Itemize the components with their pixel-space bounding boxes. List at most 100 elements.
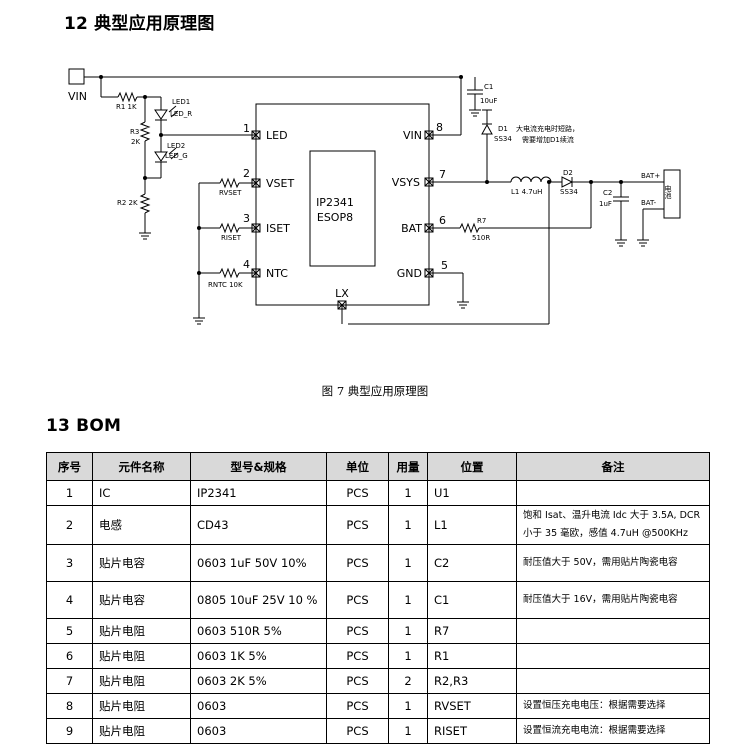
- cell-spec: 0603 1K 5%: [190, 643, 327, 669]
- cell-spec: 0603: [190, 718, 327, 744]
- label-d1: D1: [498, 125, 508, 133]
- label-c1: C1: [484, 83, 493, 91]
- cell-qty: 1: [388, 544, 428, 582]
- pin-label-vin: VIN: [403, 129, 422, 142]
- cell-unit: PCS: [326, 618, 389, 644]
- label-led-r: LED_R: [170, 110, 192, 118]
- cell-spec: 0603: [190, 693, 327, 719]
- cell-no: 3: [46, 544, 93, 582]
- cell-unit: PCS: [326, 643, 389, 669]
- label-r2: R2 2K: [117, 199, 138, 207]
- cell-spec: 0603 2K 5%: [190, 668, 327, 694]
- cell-position: RISET: [427, 718, 517, 744]
- pin-label-ntc: NTC: [266, 267, 288, 280]
- label-riset: RISET: [221, 234, 242, 242]
- pin-num-8: 8: [436, 121, 443, 134]
- cell-no: 6: [46, 643, 93, 669]
- cell-name: 贴片电容: [92, 544, 191, 582]
- cell-unit: PCS: [326, 693, 389, 719]
- bom-header-unit: 单位: [326, 452, 389, 481]
- chip-name: IP2341: [316, 196, 354, 209]
- label-d1-value: SS34: [494, 135, 512, 143]
- pin-label-lx: LX: [335, 287, 349, 300]
- label-bat-plus: BAT+: [641, 172, 660, 180]
- label-d2: D2: [563, 169, 573, 177]
- cell-qty: 1: [388, 618, 428, 644]
- table-row: 2 电感 CD43 PCS 1 L1 饱和 Isat、温升电流 Idc 大于 3…: [46, 505, 710, 545]
- table-row: 3 贴片电容 0603 1uF 50V 10% PCS 1 C2 耐压值大于 5…: [46, 544, 710, 582]
- label-led-g: LED_G: [165, 152, 188, 160]
- table-row: 6 贴片电阻 0603 1K 5% PCS 1 R1: [46, 643, 710, 669]
- label-led2: LED2: [167, 142, 185, 150]
- cell-no: 7: [46, 668, 93, 694]
- cell-qty: 1: [388, 505, 428, 545]
- label-r7: R7: [477, 217, 486, 225]
- cell-note: [516, 668, 710, 694]
- cell-spec: 0805 10uF 25V 10 %: [190, 581, 327, 619]
- cell-note: 耐压值大于 50V，需用贴片陶瓷电容: [516, 544, 710, 582]
- cell-spec: 0603 1uF 50V 10%: [190, 544, 327, 582]
- label-led1: LED1: [172, 98, 190, 106]
- cell-spec: 0603 510R 5%: [190, 618, 327, 644]
- bom-header-row: 序号 元件名称 型号&规格 单位 用量 位置 备注: [46, 452, 710, 481]
- cell-no: 8: [46, 693, 93, 719]
- cell-no: 9: [46, 718, 93, 744]
- bom-header-qty: 用量: [388, 452, 428, 481]
- table-row: 1 IC IP2341 PCS 1 U1: [46, 480, 710, 506]
- pin-num-1: 1: [243, 122, 250, 135]
- cell-unit: PCS: [326, 581, 389, 619]
- battery-box: [663, 169, 681, 219]
- cell-note: [516, 480, 710, 506]
- chip-package: ESOP8: [317, 211, 353, 224]
- rvset-resistor: [219, 177, 240, 189]
- d1-diode: [481, 123, 493, 135]
- r7-resistor: [459, 222, 480, 234]
- cell-spec: CD43: [190, 505, 327, 545]
- pin-boxes: [251, 130, 434, 310]
- cell-name: 贴片电阻: [92, 618, 191, 644]
- label-r7-value: 510R: [472, 234, 490, 242]
- cell-no: 2: [46, 505, 93, 545]
- table-row: 5 贴片电阻 0603 510R 5% PCS 1 R7: [46, 618, 710, 644]
- pin-num-3: 3: [243, 212, 250, 225]
- bom-header-position: 位置: [427, 452, 517, 481]
- cell-unit: PCS: [326, 544, 389, 582]
- cell-spec: IP2341: [190, 480, 327, 506]
- cell-position: L1: [427, 505, 517, 545]
- rntc-resistor: [219, 267, 240, 279]
- cell-unit: PCS: [326, 718, 389, 744]
- table-row: 8 贴片电阻 0603 PCS 1 RVSET 设置恒压充电电压：根据需要选择: [46, 693, 710, 719]
- pin-label-vset: VSET: [266, 177, 294, 190]
- cell-name: 贴片电阻: [92, 693, 191, 719]
- section-13-heading: 13 BOM: [46, 416, 122, 436]
- cell-no: 5: [46, 618, 93, 644]
- label-c1-value: 10uF: [480, 97, 497, 105]
- label-r3-value: 2K: [131, 138, 140, 146]
- led2-diode: [154, 151, 168, 162]
- cell-position: C2: [427, 544, 517, 582]
- table-row: 9 贴片电阻 0603 PCS 1 RISET 设置恒流充电电流：根据需要选择: [46, 718, 710, 744]
- cell-name: 贴片电阻: [92, 668, 191, 694]
- table-row: 4 贴片电容 0805 10uF 25V 10 % PCS 1 C1 耐压值大于…: [46, 581, 710, 619]
- cell-unit: PCS: [326, 480, 389, 506]
- cell-unit: PCS: [326, 668, 389, 694]
- cell-note: [516, 618, 710, 644]
- bom-header-note: 备注: [516, 452, 710, 481]
- bom-header-name: 元件名称: [92, 452, 191, 481]
- ip2341-chip-body: [309, 150, 376, 267]
- cell-name: IC: [92, 480, 191, 506]
- led1-diode: [154, 109, 168, 120]
- bom-table: 序号 元件名称 型号&规格 单位 用量 位置 备注 1 IC IP2341 PC…: [46, 452, 710, 744]
- cell-name: 贴片电阻: [92, 718, 191, 744]
- cell-note: 设置恒压充电电压：根据需要选择: [516, 693, 710, 719]
- cell-note: [516, 643, 710, 669]
- pin-label-bat: BAT: [401, 222, 422, 235]
- section-12-heading: 12 典型应用原理图: [64, 14, 215, 34]
- cell-note: 设置恒流充电电流：根据需要选择: [516, 718, 710, 744]
- label-bat-minus: BAT-: [641, 199, 657, 207]
- pin-num-7: 7: [439, 168, 446, 181]
- cell-unit: PCS: [326, 505, 389, 545]
- d2-diode: [561, 176, 574, 188]
- bom-header-no: 序号: [46, 452, 93, 481]
- cell-name: 电感: [92, 505, 191, 545]
